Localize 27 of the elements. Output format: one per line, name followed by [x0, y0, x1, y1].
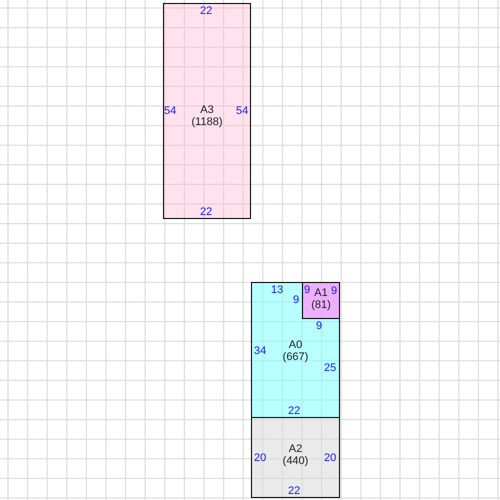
dimension-value: 9: [316, 320, 322, 332]
area-name: A1: [314, 287, 328, 299]
area-name: A3: [200, 104, 214, 116]
dimension-value: 25: [324, 362, 336, 374]
dimension-value: 20: [324, 452, 336, 464]
area-value: (440): [282, 455, 308, 467]
area-name: A0: [288, 339, 302, 351]
dimension-value: 22: [200, 206, 212, 218]
area-value: (81): [311, 299, 331, 311]
dimension-value: 22: [200, 5, 212, 17]
dimension-value: 9: [293, 294, 300, 306]
area-rectangle: [251, 282, 340, 418]
area-rectangle: [163, 3, 251, 219]
dimension-value: 22: [288, 405, 300, 417]
dimension-value: 34: [254, 345, 266, 357]
dimension-value: 9: [304, 284, 310, 296]
area-rectangle: [302, 282, 340, 319]
dimension-value: 20: [254, 452, 266, 464]
dimension-value: 54: [236, 105, 248, 117]
area-value: (667): [282, 351, 308, 363]
area-value: (1188): [192, 116, 222, 128]
dimension-value: 22: [288, 485, 300, 497]
area-rectangle: [251, 417, 340, 498]
dimension-value: 13: [271, 284, 284, 296]
area-name: A2: [288, 443, 302, 455]
dimension-value: 54: [164, 105, 176, 117]
dimension-value: 9: [331, 285, 338, 297]
